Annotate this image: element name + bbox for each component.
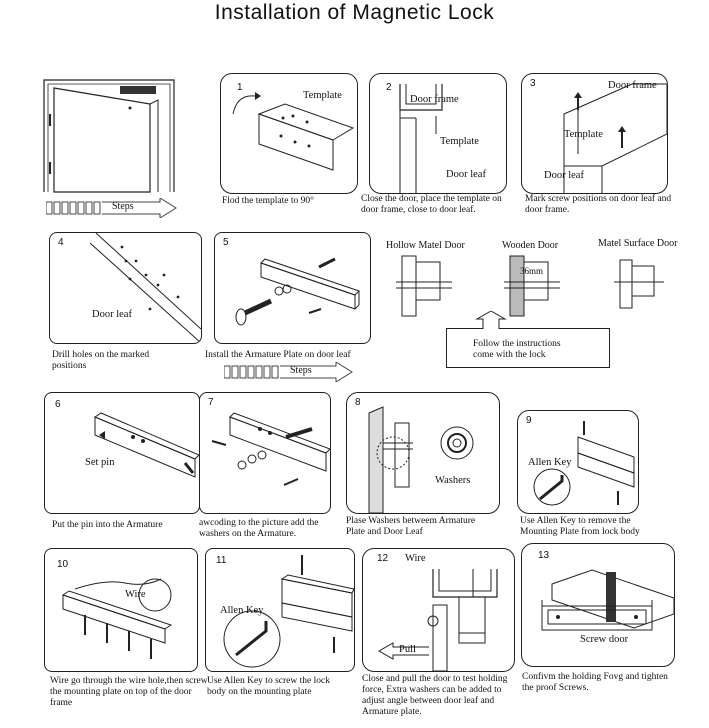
panel-step-1: 1 Template [220, 73, 358, 194]
panel-step-5: 5 [214, 232, 371, 344]
caption-step-7: awcoding to the picture add the washers … [199, 518, 319, 539]
screw-door-drawing [541, 569, 674, 631]
steps-arrow-2: Steps [223, 361, 356, 383]
panel-step-3: 3 Door frame Template Door leaf [521, 73, 668, 194]
caption-step-8: Plase Washers betweem Armature Plate and… [346, 516, 476, 537]
allen-key-label: Allen Key [528, 457, 572, 468]
step-number: 11 [216, 555, 227, 566]
armature-drawing [235, 257, 360, 326]
allen-key-screw-drawing [223, 555, 354, 668]
panel-step-9: 9 Allen Key [517, 410, 639, 514]
caption-step-4: Drill holes on the marked positions [52, 350, 150, 371]
surface-door-label: Matel Surface Door [598, 238, 678, 249]
mounting-plate-drawing [61, 578, 173, 659]
caption-step-1: Flod the template to 90° [222, 196, 314, 206]
steps-label: Steps [290, 365, 312, 376]
set-pin-drawing [93, 412, 199, 478]
door-drawing [43, 79, 175, 193]
step-number: 9 [526, 415, 532, 426]
caption-step-5: Install the Armature Plate on door leaf [205, 350, 351, 360]
template-label: Template [564, 129, 603, 140]
panel-step-10: 10 Wire [44, 548, 198, 672]
caption-step-11: Use Allen Key to screw the lock body on … [207, 676, 330, 697]
instructions-text: Follow the instructions come with the lo… [473, 339, 561, 360]
instructions-note: Follow the instructions come with the lo… [446, 311, 610, 368]
washers-armature-drawing [211, 412, 330, 486]
step-number: 2 [386, 82, 392, 93]
dimension-label: 36mm [520, 266, 544, 276]
step-number: 12 [377, 553, 389, 564]
caption-step-13: Confivm the holding Fovg and tighten the… [522, 672, 668, 693]
door-leaf-label: Door leaf [544, 170, 584, 181]
washers-label: Washers [435, 475, 471, 486]
panel-step-6: 6 Set pin [44, 392, 200, 514]
screw-door-label: Screw door [580, 634, 629, 645]
step-number: 7 [208, 397, 214, 408]
caption-step-6: Put the pin into the Armature [52, 520, 163, 530]
steps-label: Steps [112, 201, 134, 212]
pull-label: Pull [399, 644, 416, 655]
step-number: 13 [538, 550, 550, 561]
step-number: 4 [58, 237, 64, 248]
drilled-door-drawing [89, 233, 201, 343]
caption-step-10: Wire go through the wire hole,then screw… [50, 676, 208, 708]
step-number: 6 [55, 399, 61, 410]
template-label: Template [440, 136, 479, 147]
door-illustration [42, 74, 182, 194]
wooden-door-label: Wooden Door [502, 240, 559, 251]
template-drawing [232, 92, 355, 171]
step-number: 3 [530, 78, 536, 89]
door-types-drawing: 36mm [392, 252, 692, 320]
caption-step-3: Mark screw positions on door leaf and do… [525, 194, 672, 215]
panel-step-4: 4 Door leaf [49, 232, 202, 344]
door-frame-label: Door frame [608, 80, 657, 91]
allen-key-remove-drawing [533, 421, 635, 506]
step-number: 1 [237, 82, 243, 93]
door-frame-drawing [399, 84, 443, 193]
hollow-door-label: Hollow Matel Door [386, 240, 465, 251]
step-number: 5 [223, 237, 229, 248]
washers-placement-drawing [368, 406, 474, 513]
step-number: 8 [355, 397, 361, 408]
pull-test-drawing [377, 569, 498, 671]
panel-step-11: 11 Allen Key [205, 548, 355, 672]
panel-step-8: 8 Washers [346, 392, 500, 514]
caption-step-12: Close and pull the door to test holding … [362, 674, 508, 717]
steps-arrow-1: Steps [45, 197, 178, 219]
door-leaf-label: Door leaf [446, 169, 486, 180]
panel-step-13: 13 Screw door [521, 543, 675, 667]
caption-step-9: Use Allen Key to remove the Mounting Pla… [520, 516, 640, 537]
panel-step-12: 12 Wire Pull [362, 548, 515, 672]
template-label: Template [303, 90, 342, 101]
wire-label: Wire [125, 589, 146, 600]
panel-step-7: 7 [199, 392, 331, 514]
caption-step-2: Close the door, place the template on do… [361, 194, 502, 215]
allen-key-label: Allen Key [220, 605, 264, 616]
marking-drawing [563, 83, 667, 193]
step-number: 10 [57, 559, 69, 570]
wire-label: Wire [405, 553, 426, 564]
door-frame-label: Door frame [410, 94, 459, 105]
set-pin-label: Set pin [85, 457, 115, 468]
panel-step-2: 2 Door frame Template Door leaf [369, 73, 507, 194]
page-title: Installation of Magnetic Lock [214, 1, 495, 24]
door-leaf-label: Door leaf [92, 309, 132, 320]
